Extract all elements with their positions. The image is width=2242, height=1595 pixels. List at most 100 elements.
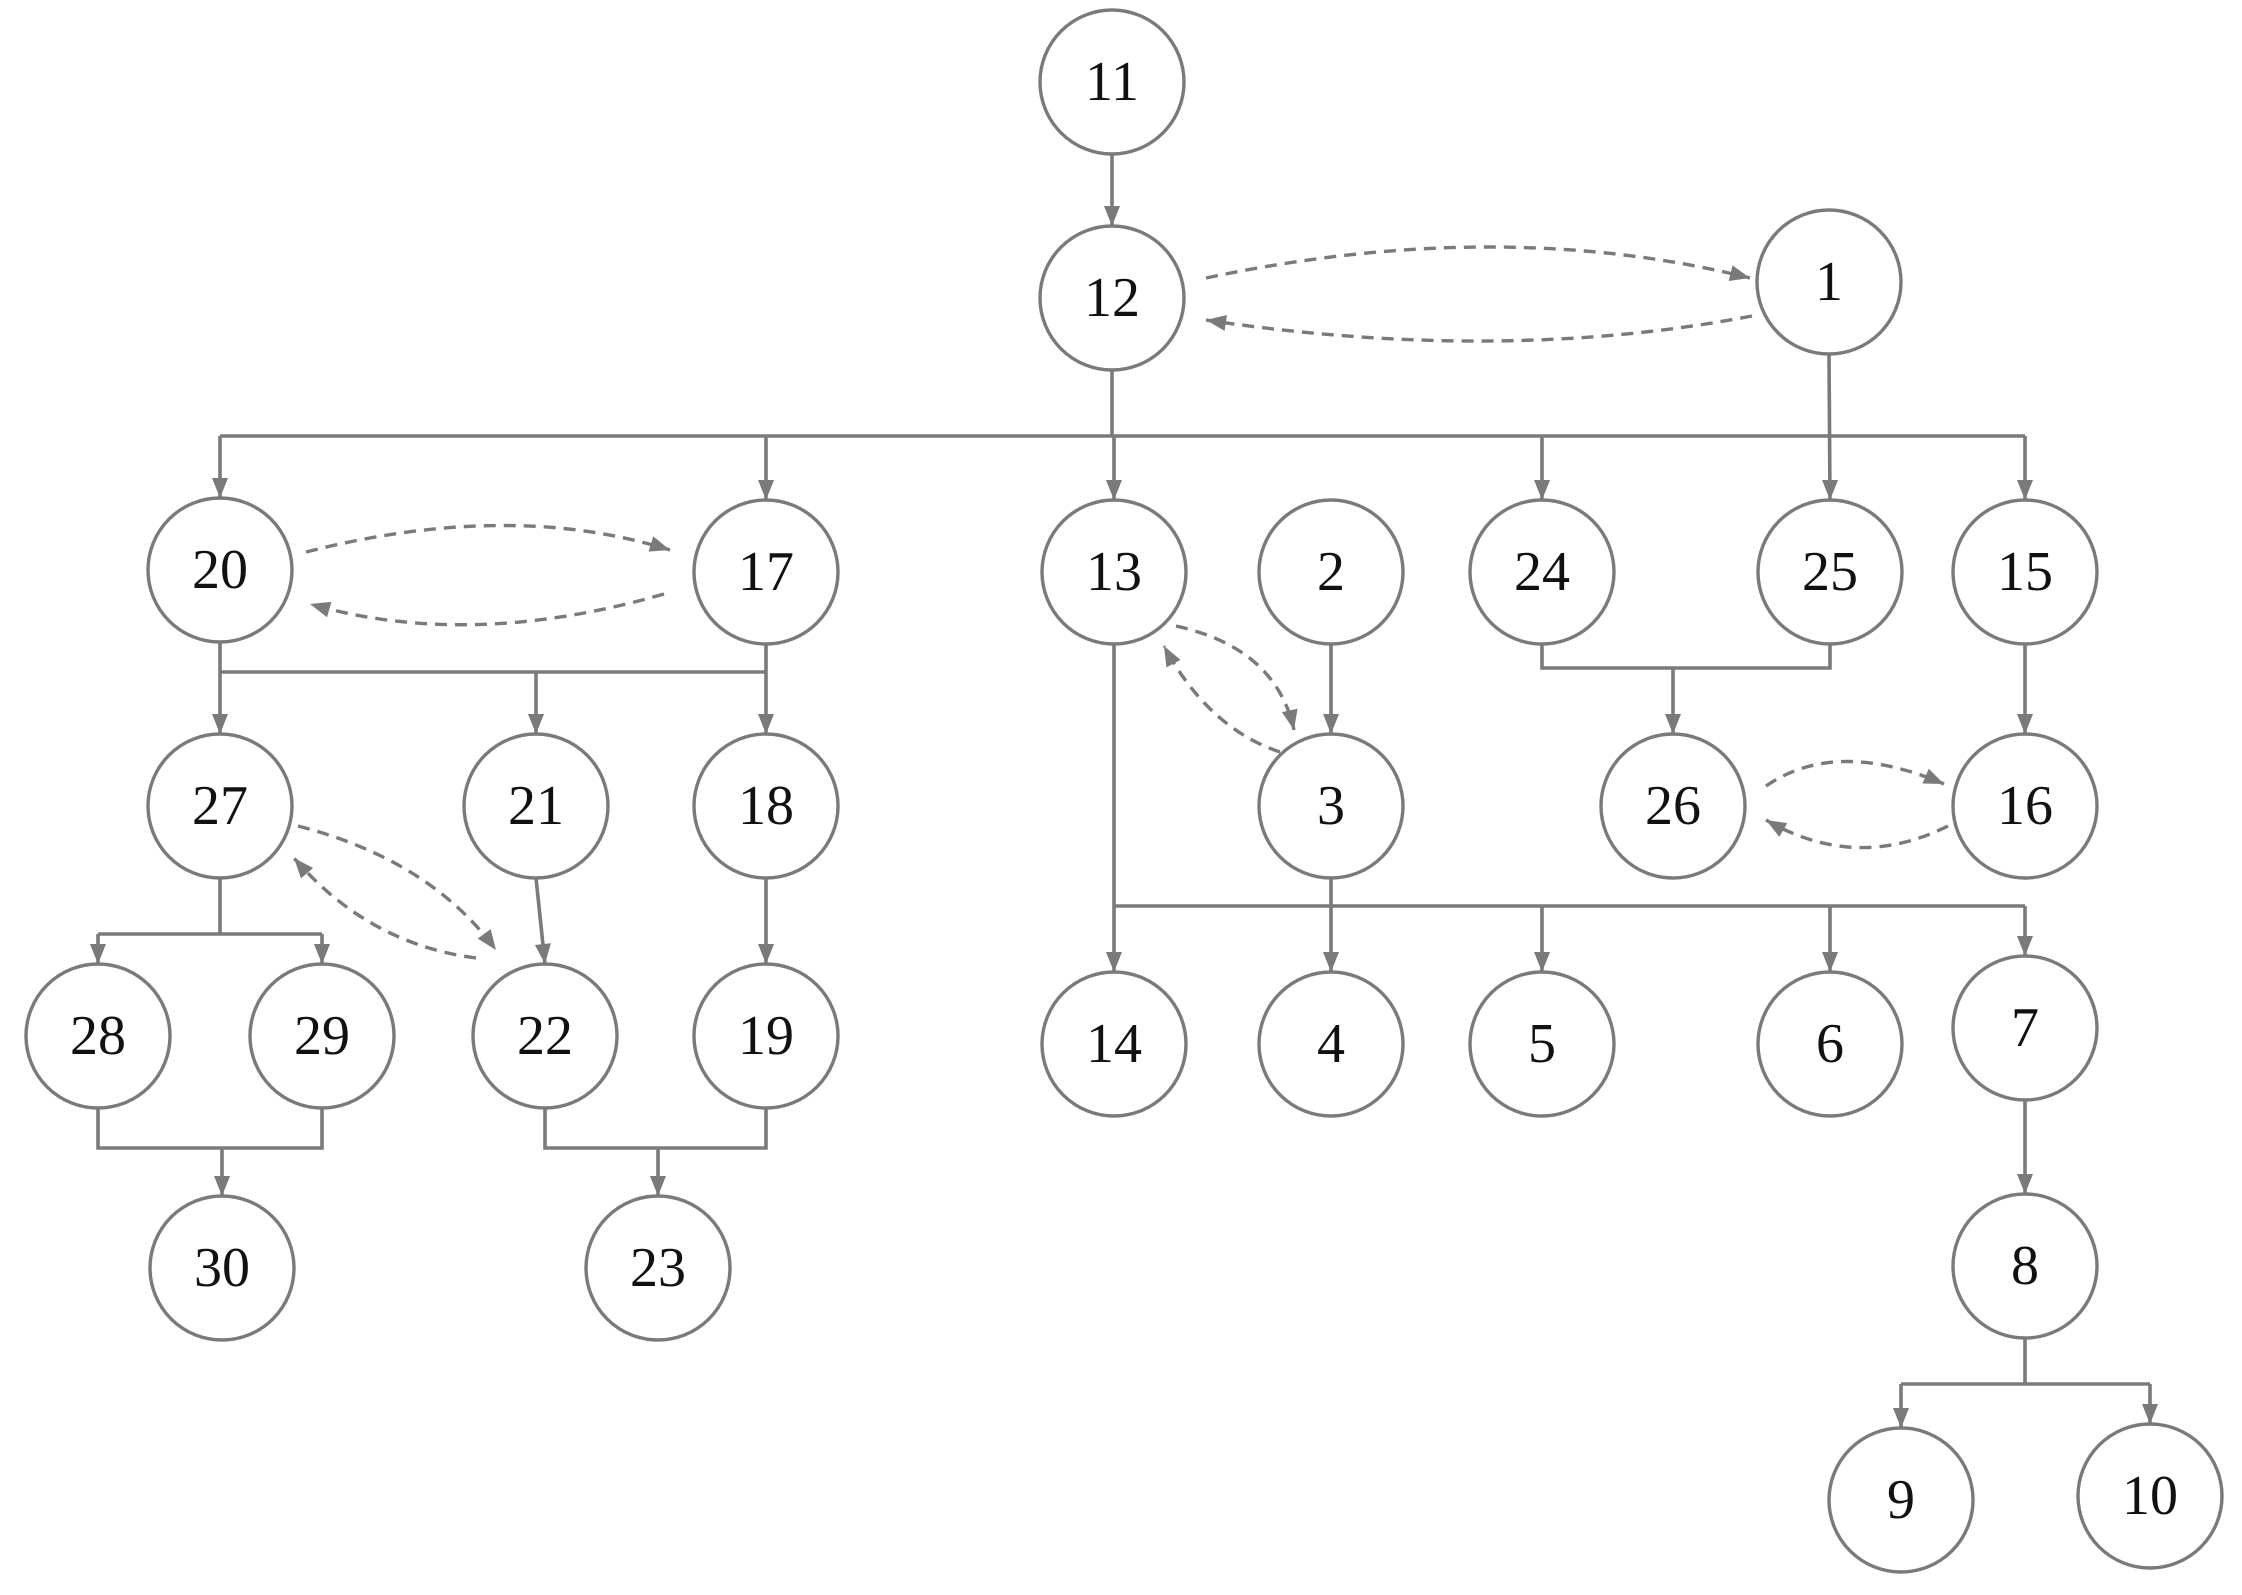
- node-17-circle: [692, 498, 840, 646]
- node-8-circle: [1951, 1192, 2099, 1340]
- node-24-label: 24: [1514, 541, 1570, 603]
- arrowhead-12-17: [758, 480, 774, 500]
- arrowhead-27-29: [314, 944, 330, 964]
- node-8: 8: [1951, 1192, 2099, 1340]
- node-15: 15: [1951, 498, 2099, 646]
- node-24-circle: [1468, 498, 1616, 646]
- node-20-circle: [146, 496, 294, 644]
- node-19-label: 19: [738, 1005, 794, 1067]
- arrowhead-bus-5: [1534, 952, 1550, 972]
- node-25-label: 25: [1802, 541, 1858, 603]
- dashed-edge-12-1-arrowhead: [1728, 265, 1750, 281]
- node-25: 25: [1756, 498, 1904, 646]
- node-18: 18: [692, 732, 840, 880]
- dashed-edge-20-17-arrowhead: [648, 536, 670, 552]
- node-4: 4: [1257, 970, 1405, 1118]
- node-3: 3: [1257, 732, 1405, 880]
- node-29: 29: [248, 962, 396, 1110]
- edge-22-19-join: [543, 1108, 768, 1150]
- node-27-label: 27: [192, 775, 248, 837]
- node-7-circle: [1951, 954, 2099, 1102]
- node-8-label: 8: [2011, 1235, 2039, 1297]
- node-10-circle: [2076, 1422, 2224, 1570]
- node-11-circle: [1038, 8, 1186, 156]
- node-28-label: 28: [70, 1005, 126, 1067]
- arrowhead-bus-18: [758, 714, 774, 734]
- dashed-edge-12-1: [1205, 245, 1751, 280]
- arrowhead-bus-21: [528, 714, 544, 734]
- dashed-edge-3-13-arrowhead: [1164, 646, 1181, 668]
- arrowhead-2-3: [1323, 714, 1339, 734]
- arrowhead-15-16: [2017, 714, 2033, 734]
- dashed-edge-16-26: [1765, 818, 1949, 850]
- dashed-edge-22-27: [292, 856, 477, 960]
- node-6-label: 6: [1816, 1013, 1844, 1075]
- arrowhead-join-26: [1665, 714, 1681, 734]
- edge-1-25: [1827, 353, 1832, 501]
- node-12-circle: [1038, 224, 1186, 372]
- dashed-edge-22-27-arrowhead: [294, 858, 314, 879]
- arrowhead-12-24: [1534, 480, 1550, 500]
- node-3-label: 3: [1317, 775, 1345, 837]
- node-14-label: 14: [1086, 1013, 1142, 1075]
- node-1: 1: [1755, 208, 1903, 356]
- node-4-circle: [1257, 970, 1405, 1118]
- node-30: 30: [148, 1194, 296, 1342]
- dashed-edge-26-16: [1765, 759, 1945, 788]
- node-2-circle: [1257, 498, 1405, 646]
- node-19-circle: [692, 962, 840, 1110]
- node-10-label: 10: [2122, 1465, 2178, 1527]
- arrowhead-12-13: [1106, 480, 1122, 500]
- node-30-circle: [148, 1194, 296, 1342]
- arrowhead-27-28: [90, 944, 106, 964]
- node-12: 12: [1038, 224, 1186, 372]
- dashed-edge-13-3-arrowhead: [1281, 708, 1298, 730]
- node-28-circle: [24, 962, 172, 1110]
- node-21: 21: [462, 732, 610, 880]
- dashed-edge-17-20-arrowhead: [310, 601, 332, 618]
- node-13: 13: [1040, 498, 1188, 646]
- node-3-circle: [1257, 732, 1405, 880]
- arrowhead-bus-7: [2017, 936, 2033, 956]
- node-15-label: 15: [1997, 541, 2053, 603]
- edge-24-25-join: [1540, 644, 1832, 670]
- arrowhead-bus-6: [1822, 952, 1838, 972]
- dashed-edge-16-26-arrowhead: [1766, 820, 1788, 837]
- dashed-edge-3-13: [1162, 645, 1281, 754]
- node-10: 10: [2076, 1422, 2224, 1570]
- arrowhead-12-20: [212, 478, 228, 498]
- node-21-circle: [462, 732, 610, 880]
- dashed-edge-20-17: [305, 523, 671, 554]
- dashed-edge-17-20: [309, 592, 665, 627]
- node-26-circle: [1599, 732, 1747, 880]
- node-13-circle: [1040, 498, 1188, 646]
- node-22: 22: [471, 962, 619, 1110]
- edges: [90, 154, 2158, 1428]
- node-30-label: 30: [194, 1237, 250, 1299]
- node-5-circle: [1468, 970, 1616, 1118]
- dashed-edge-1-12-arrowhead: [1206, 315, 1227, 331]
- node-11: 11: [1038, 8, 1186, 156]
- node-23-circle: [584, 1194, 732, 1342]
- arrowhead-bus-4: [1323, 952, 1339, 972]
- node-16-circle: [1951, 732, 2099, 880]
- node-26: 26: [1599, 732, 1747, 880]
- node-20-label: 20: [192, 539, 248, 601]
- arrowhead-21-22: [534, 943, 551, 964]
- node-24: 24: [1468, 498, 1616, 646]
- arrowhead-12-15: [2017, 480, 2033, 500]
- node-2: 2: [1257, 498, 1405, 646]
- node-27-circle: [146, 732, 294, 880]
- arrowhead-1-25: [1822, 480, 1838, 500]
- node-18-label: 18: [738, 775, 794, 837]
- node-15-circle: [1951, 498, 2099, 646]
- node-16: 16: [1951, 732, 2099, 880]
- node-11-label: 11: [1085, 51, 1139, 113]
- dashed-edge-27-22-arrowhead: [477, 929, 496, 950]
- dashed-edge-1-12: [1205, 314, 1753, 343]
- arrowhead-bus-14: [1106, 952, 1122, 972]
- node-19: 19: [692, 962, 840, 1110]
- node-5: 5: [1468, 970, 1616, 1118]
- dashed-edge-27-22: [297, 824, 498, 952]
- node-23: 23: [584, 1194, 732, 1342]
